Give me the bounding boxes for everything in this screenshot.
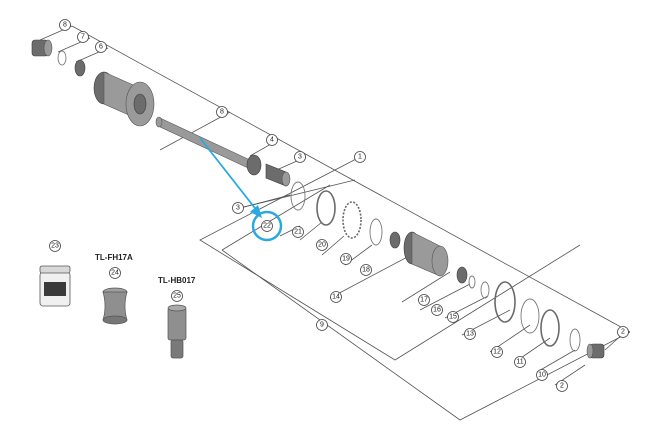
callout-14: 14 [330, 291, 342, 303]
ring-20 [316, 190, 336, 226]
tool-24 [102, 287, 128, 325]
callout-17: 17 [418, 294, 430, 306]
ring-2 [569, 328, 581, 352]
callout-25: 25 [171, 290, 183, 302]
callout-2-right: 2 [617, 326, 629, 338]
callout-2-right-label: 2 [621, 329, 625, 336]
callout-10-label: 10 [538, 372, 546, 379]
ring-10 [540, 309, 560, 347]
callout-19-label: 19 [342, 256, 350, 263]
callout-23: 23 [49, 240, 61, 252]
callout-16-label: 16 [433, 307, 441, 314]
ring-15b [468, 275, 476, 289]
callout-19: 19 [340, 253, 352, 265]
callout-18: 18 [360, 264, 372, 276]
bearing-4 [246, 154, 262, 176]
callout-8-top-label: 8 [63, 22, 67, 29]
callout-11: 11 [514, 356, 526, 368]
highlight-circle [251, 210, 283, 242]
tool-25 [167, 304, 187, 359]
ring-11 [520, 298, 540, 334]
callout-9-label: 9 [320, 322, 324, 329]
callout-2-lower: 2 [556, 380, 568, 392]
freehub-body [403, 231, 449, 277]
callout-3-lower-label: 3 [236, 205, 240, 212]
end-cap-right [586, 343, 605, 359]
callout-22: 22 [261, 220, 273, 232]
callout-9: 9 [316, 319, 328, 331]
callout-21-label: 21 [294, 229, 302, 236]
end-cap-left [31, 39, 53, 57]
callout-18-label: 18 [362, 267, 370, 274]
callout-3-upper-label: 3 [298, 154, 302, 161]
tool-grease-23 [39, 265, 71, 307]
callout-8-top: 8 [59, 19, 71, 31]
callout-8-mid: 8 [216, 106, 228, 118]
ring-21 [290, 181, 306, 211]
callout-16: 16 [431, 304, 443, 316]
hub-shell [93, 71, 155, 127]
ratchet-19 [342, 201, 362, 239]
callout-14-label: 14 [332, 294, 340, 301]
callout-7: 7 [77, 31, 89, 43]
callout-22-label: 22 [263, 223, 271, 230]
ring-13 [480, 281, 490, 299]
callout-20: 20 [316, 239, 328, 251]
callout-13: 13 [464, 328, 476, 340]
callout-21: 21 [292, 226, 304, 238]
callout-15: 15 [447, 311, 459, 323]
bearing-6 [74, 59, 86, 77]
callout-8-mid-label: 8 [220, 109, 224, 116]
highlight-arrow [199, 137, 283, 242]
bearing-16 [456, 266, 468, 284]
callout-23-label: 23 [51, 243, 59, 250]
callout-1: 1 [354, 151, 366, 163]
callout-25-label: 25 [173, 293, 181, 300]
callout-7-label: 7 [81, 34, 85, 41]
callout-24-label: 24 [111, 270, 119, 277]
ring-12 [494, 281, 516, 323]
callout-6: 6 [95, 41, 107, 53]
callout-2-lower-label: 2 [560, 383, 564, 390]
callout-6-label: 6 [99, 44, 103, 51]
callout-4: 4 [266, 134, 278, 146]
callout-20-label: 20 [318, 242, 326, 249]
tool-25-label: TL-HB017 [158, 276, 196, 285]
callout-17-label: 17 [420, 297, 428, 304]
washer-15 [389, 231, 401, 249]
sleeve-3 [265, 163, 291, 187]
tool-24-label: TL-FH17A [95, 253, 133, 262]
ring-18 [369, 218, 383, 246]
callout-12-label: 12 [493, 349, 501, 356]
callout-12: 12 [491, 346, 503, 358]
callout-11-label: 11 [516, 359, 523, 366]
callout-1-label: 1 [358, 154, 362, 161]
washer-7 [57, 50, 67, 66]
callout-10: 10 [536, 369, 548, 381]
callout-13-label: 13 [466, 331, 474, 338]
callout-15-label: 15 [449, 314, 457, 321]
callout-3-lower: 3 [232, 202, 244, 214]
callout-3-upper: 3 [294, 151, 306, 163]
callout-24: 24 [109, 267, 121, 279]
callout-4-label: 4 [270, 137, 274, 144]
